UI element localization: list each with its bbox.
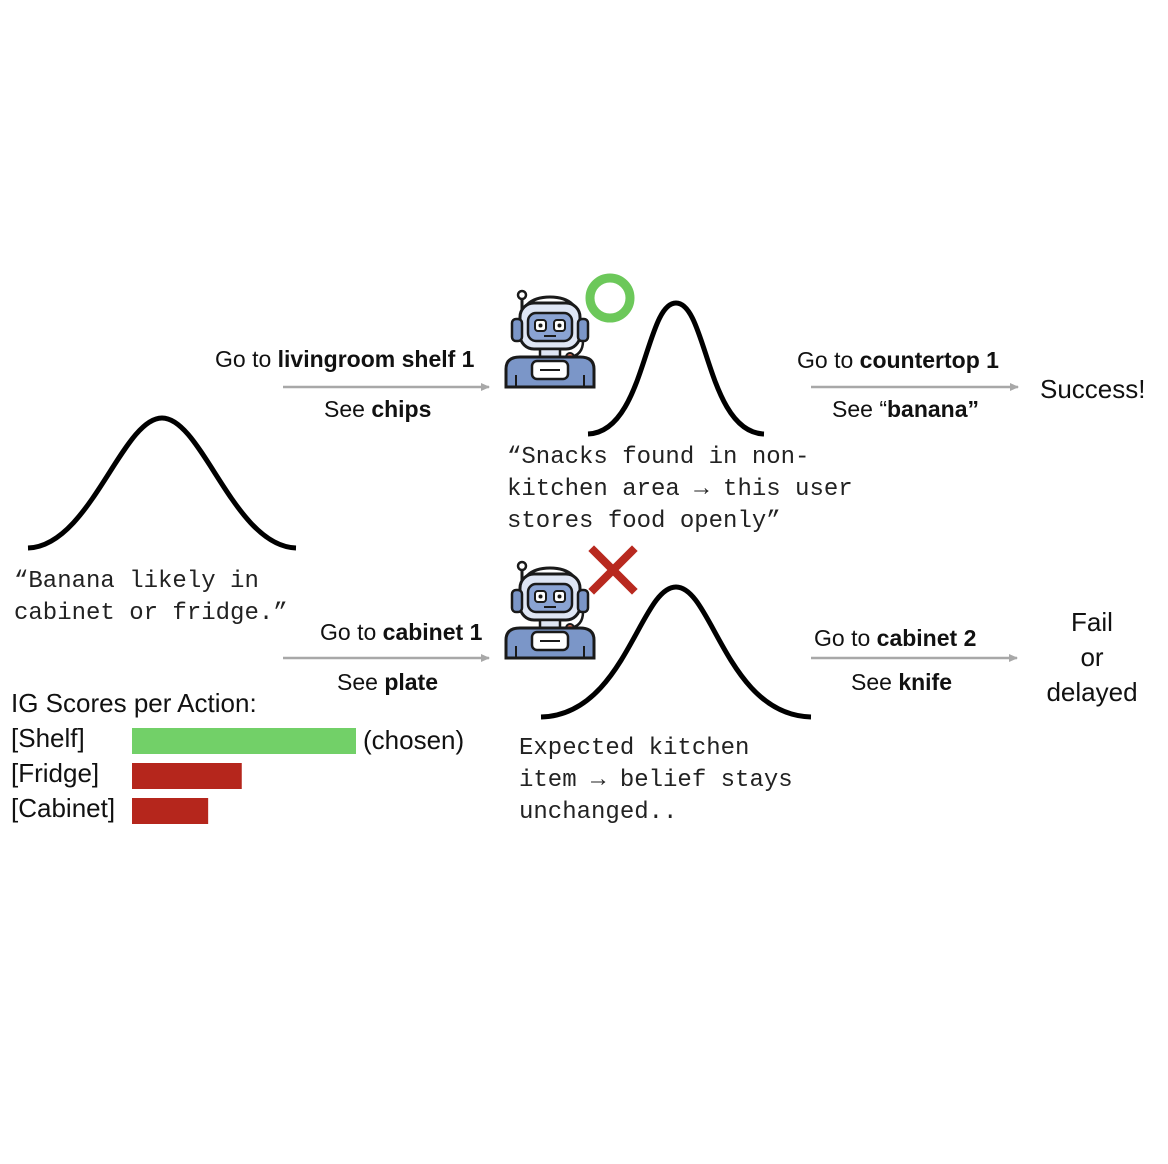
ig-row-label: [Cabinet] — [11, 793, 116, 823]
bottom-observation-label: See plate — [337, 669, 439, 695]
fail-outcome-line: or — [1080, 642, 1104, 672]
circle-icon — [585, 273, 635, 323]
ig-bar — [132, 763, 242, 789]
bottom-next-observation-label: See knife — [851, 669, 953, 695]
top-next-action-label: Go to countertop 1 — [797, 347, 999, 373]
top-belief-curve — [587, 300, 765, 437]
ig-bars — [132, 728, 356, 824]
bottom-belief-curve — [540, 584, 812, 720]
ig-scores-title: IG Scores per Action: — [11, 688, 257, 718]
robot-icon — [504, 560, 596, 660]
top-observation-label: See chips — [324, 396, 432, 422]
top-action-label: Go to livingroom shelf 1 — [215, 346, 475, 372]
bottom-belief-text: Expected kitchen item → belief stays unc… — [519, 735, 793, 826]
prior-belief-curve — [27, 415, 297, 551]
ig-bar — [132, 728, 356, 754]
top-next-observation-label: See “banana” — [832, 396, 980, 422]
ig-chosen-note: (chosen) — [363, 725, 465, 755]
robot-icon — [504, 289, 596, 389]
bottom-next-action-label: Go to cabinet 2 — [814, 625, 977, 651]
fail-outcome-line: delayed — [1046, 677, 1138, 707]
ig-bar — [132, 798, 209, 824]
success-outcome: Success! — [1040, 374, 1146, 404]
prior-belief-text: “Banana likely in cabinet or fridge.” — [14, 568, 288, 627]
top-belief-text: “Snacks found in non- kitchen area → thi… — [507, 444, 853, 535]
fail-outcome: Fail or delayed — [1030, 605, 1154, 710]
ig-row-label: [Fridge] — [11, 758, 100, 788]
cross-icon — [588, 545, 638, 595]
fail-outcome-line: Fail — [1071, 607, 1113, 637]
ig-row-label: [Shelf] — [11, 723, 85, 753]
bottom-action-label: Go to cabinet 1 — [320, 619, 483, 645]
